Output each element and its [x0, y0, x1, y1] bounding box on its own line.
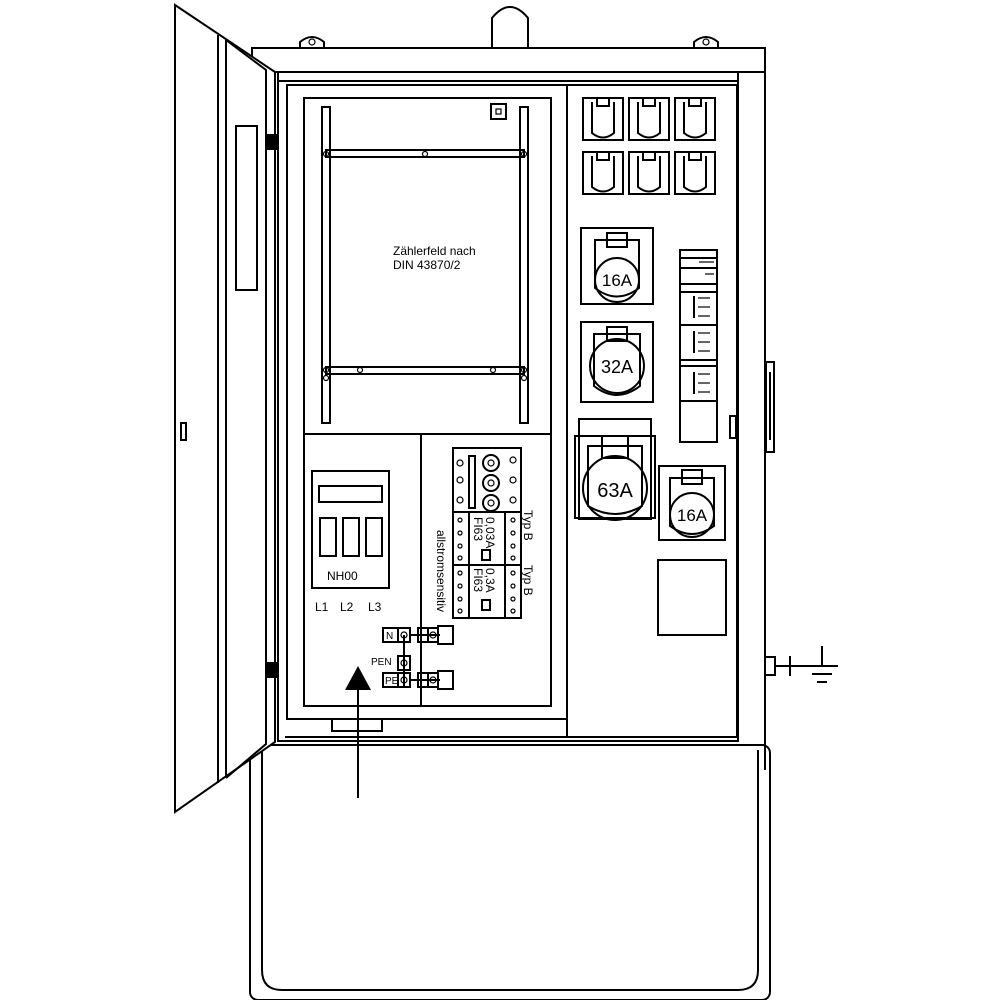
fuse-type-label: NH00 [327, 569, 358, 583]
mounting-lug-left [299, 36, 325, 48]
fuse-l3[interactable] [365, 517, 383, 557]
blank-cover-plate [657, 559, 727, 636]
phase-label-l3: L3 [368, 600, 382, 614]
fuse-l2[interactable] [342, 517, 360, 557]
plinth-inner-contour [261, 750, 759, 991]
circuit-breaker[interactable] [693, 372, 710, 394]
rcd-1-rating: FI63 [471, 517, 485, 541]
rcd-2-rating: FI63 [471, 568, 485, 592]
schuko-socket[interactable] [674, 97, 716, 141]
schuko-socket[interactable] [628, 97, 670, 141]
cee-socket-63a-label: 63A [597, 480, 633, 502]
terminal-pen-label: PEN [371, 657, 392, 668]
phase-label-l1: L1 [315, 600, 329, 614]
fuse-display-window [318, 485, 383, 503]
rcd-2-current: 0,3A [483, 568, 497, 593]
terminal-blocks: N PEN PE [371, 625, 454, 690]
meter-field-label-1: Zählerfeld nach [393, 244, 476, 258]
terminal-pe-label: PE [385, 676, 399, 687]
schuko-socket[interactable] [628, 151, 670, 195]
schuko-socket[interactable] [582, 151, 624, 195]
rcd-1[interactable]: FI63 0,03A Typ B [471, 510, 535, 548]
circuit-breaker[interactable] [693, 331, 710, 353]
circuit-breaker-strip [679, 249, 718, 443]
cee-socket-63a[interactable]: 63A [574, 418, 656, 521]
rcd-note: allstromsensitiv [434, 530, 448, 612]
door-document-pocket [235, 125, 258, 291]
terminal-n-label: N [386, 631, 393, 642]
cabinet-door-open[interactable] [174, 3, 278, 814]
phase-label-l2: L2 [340, 600, 354, 614]
door-hinge-top [266, 134, 278, 150]
cee-socket-32a-label: 32A [601, 357, 633, 377]
meter-field-square-icon [490, 103, 507, 120]
mounting-lug-right [693, 36, 719, 48]
nh00-fuse-disconnector[interactable]: NH00 [311, 470, 390, 589]
meter-rail-left [321, 106, 331, 424]
cabinet-roof [251, 47, 766, 73]
feed-arrow-icon [345, 666, 371, 690]
cee-socket-32a[interactable]: 32A [580, 321, 654, 403]
lower-compartment [303, 433, 552, 798]
lifting-eye [491, 6, 529, 47]
door-hinge-bottom [266, 662, 278, 678]
terminal-n[interactable]: N [382, 625, 454, 645]
terminal-pen[interactable]: PEN [371, 655, 411, 671]
panel-lock [729, 415, 737, 439]
rcd-1-type: Typ B [521, 510, 535, 541]
meter-field: Zählerfeld nach DIN 43870/2 [303, 97, 552, 435]
rcd-2-type: Typ B [521, 565, 535, 596]
cee-socket-16a-lower-label: 16A [677, 506, 708, 525]
schuko-socket[interactable] [582, 97, 624, 141]
screw-terminal [482, 454, 500, 472]
rcd-2[interactable]: FI63 0,3A Typ B [471, 565, 535, 596]
circuit-breaker[interactable] [680, 291, 717, 318]
meter-rail-right [519, 106, 529, 424]
meter-bar-bottom [325, 366, 525, 375]
schuko-socket[interactable] [674, 151, 716, 195]
door-handle[interactable] [180, 422, 187, 441]
cee-socket-16a-lower[interactable]: 16A [658, 465, 726, 541]
cee-socket-16a-upper[interactable]: 16A [580, 227, 654, 305]
fuse-l1[interactable] [319, 517, 337, 557]
door-latch [765, 361, 775, 453]
rcd-block: FI63 0,03A Typ B FI63 0,3A Typ B allstro… [434, 447, 535, 619]
screw-terminal [482, 474, 500, 492]
rcd-1-current: 0,03A [483, 517, 497, 548]
cabinet-plinth [249, 744, 771, 1000]
cee-socket-16a-upper-label: 16A [602, 271, 633, 290]
screw-terminal [482, 494, 500, 512]
meter-field-label-2: DIN 43870/2 [393, 258, 461, 272]
cabinet-housing [249, 6, 838, 1000]
terminal-pe[interactable]: PE [382, 670, 454, 690]
earth-ground-symbol [764, 646, 838, 683]
schuko-sockets [582, 97, 716, 195]
